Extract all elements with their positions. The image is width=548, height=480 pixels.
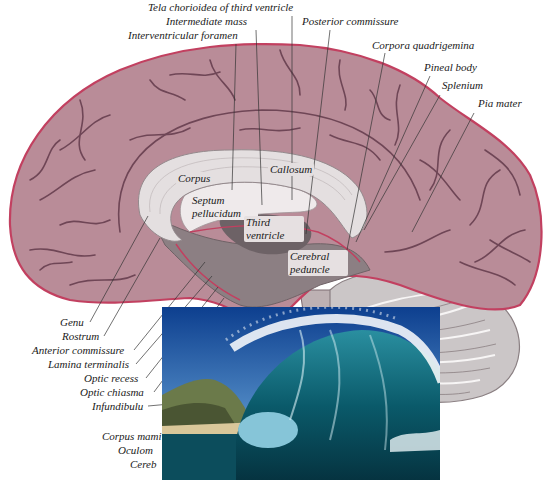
part-label: Genu <box>60 316 84 329</box>
spray <box>226 307 395 340</box>
part-label: Corpus mami <box>102 430 162 443</box>
cerebrum-outline <box>10 44 542 318</box>
foam <box>390 430 440 452</box>
part-label: Lamina terminalis <box>48 358 129 371</box>
structure-label: Cerebral peduncle <box>288 250 348 276</box>
part-label: Intermediate mass <box>166 15 247 28</box>
part-label: Oculom <box>118 444 153 457</box>
structure-label: Corpus <box>176 172 212 185</box>
sulci <box>30 50 530 285</box>
part-label: Anterior commissure <box>32 344 124 357</box>
corpus-callosum <box>138 150 367 241</box>
part-label: Splenium <box>442 79 483 92</box>
cliff <box>162 379 252 428</box>
wave-tube <box>238 412 298 448</box>
part-label: Optic recess <box>84 372 138 385</box>
thalamus-region <box>150 215 370 307</box>
part-label: Tela chorioidea of third ventricle <box>148 1 293 14</box>
part-label: Pineal body <box>424 61 477 74</box>
water-streak <box>290 330 304 420</box>
part-label: Cereb <box>130 458 156 471</box>
part-label: Pia mater <box>478 97 522 110</box>
part-label: Rostrum <box>62 330 99 343</box>
pia-mater-line <box>176 244 240 300</box>
water-streak <box>370 335 387 450</box>
part-label: Infundibulu <box>92 400 143 413</box>
part-label: Posterior commissure <box>302 15 398 28</box>
part-label: Optic chiasma <box>80 386 144 399</box>
wave-face <box>236 330 440 480</box>
water-streak <box>330 330 339 440</box>
structure-label: Third ventricle <box>244 216 304 242</box>
structure-label: Callosum <box>268 163 314 176</box>
part-label: Interventricular foramen <box>128 29 238 42</box>
part-label: Corpora quadrigemina <box>372 39 474 52</box>
